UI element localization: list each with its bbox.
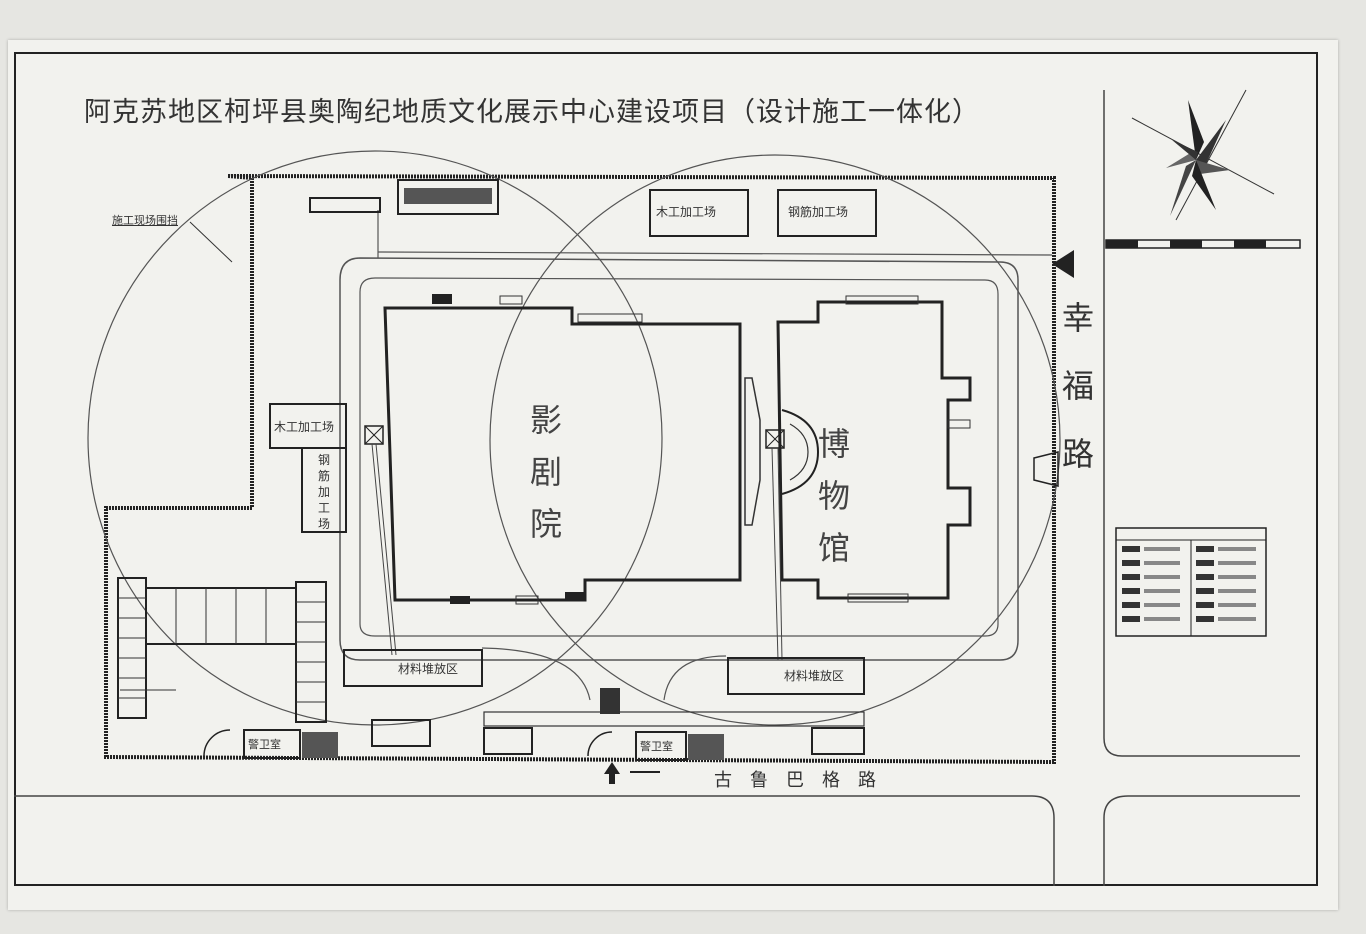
scale-bar <box>1105 239 1301 249</box>
east-road-char-1: 幸 <box>1061 299 1094 337</box>
theater-char-2: 剧 <box>529 453 562 491</box>
rebar-yard-label-2: 钢 筋 加 工 场 <box>316 452 332 532</box>
crane-radius-1 <box>87 150 663 726</box>
museum-char-2: 物 <box>817 477 850 515</box>
east-road-label: 幸 福 路 <box>1058 284 1098 488</box>
museum-char-1: 博 <box>817 425 850 463</box>
fence-label: 施工现场围挡 <box>112 214 178 227</box>
guard-room-label-2: 警卫室 <box>640 740 673 753</box>
crane-radius-2 <box>489 154 1061 726</box>
south-road-label: 古鲁巴格路 <box>714 770 894 791</box>
museum-char-3: 馆 <box>817 529 850 567</box>
drawing-sheet <box>8 40 1338 910</box>
drawing-title: 阿克苏地区柯坪县奥陶纪地质文化展示中心建设项目（设计施工一体化） <box>84 97 980 128</box>
entrance-arrow <box>604 762 620 784</box>
rebar-yard-label-1: 钢筋加工场 <box>788 205 849 219</box>
tower-crane-2 <box>765 429 785 449</box>
carpentry-yard-label-2: 木工加工场 <box>274 420 335 434</box>
drawing-frame <box>14 52 1318 886</box>
rebar-char-5: 场 <box>317 517 330 531</box>
wind-rose <box>1131 89 1275 221</box>
theater-label: 影 剧 院 <box>526 394 566 550</box>
museum-outline <box>776 300 972 600</box>
material-area-label-1: 材料堆放区 <box>398 662 459 676</box>
theater-char-3: 院 <box>529 505 562 543</box>
rebar-char-1: 钢 <box>317 453 330 467</box>
site-fence <box>104 174 1056 765</box>
guard-room-label-1: 警卫室 <box>248 738 281 751</box>
tower-crane-1 <box>364 425 384 445</box>
material-area-label-2: 材料堆放区 <box>784 669 845 683</box>
rebar-char-3: 加 <box>317 485 330 499</box>
legend <box>1115 527 1267 637</box>
east-road-char-3: 路 <box>1061 435 1094 473</box>
east-gate-arrow <box>1052 250 1074 278</box>
carpentry-yard-label-1: 木工加工场 <box>656 205 717 219</box>
rebar-char-4: 工 <box>317 501 330 515</box>
theater-char-1: 影 <box>529 401 562 439</box>
rebar-char-2: 筋 <box>317 469 330 483</box>
east-road-char-2: 福 <box>1061 367 1094 405</box>
museum-label: 博 物 馆 <box>814 418 854 574</box>
ring-road <box>339 257 1019 661</box>
